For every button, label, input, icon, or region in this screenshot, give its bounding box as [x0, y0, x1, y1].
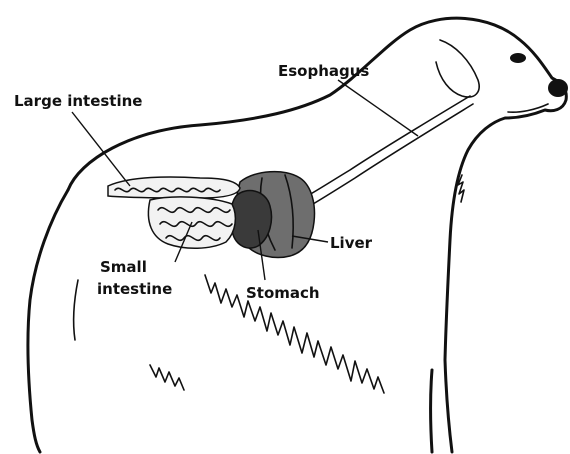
stomach-shape	[231, 191, 272, 248]
stomach-label: Stomach	[246, 284, 320, 302]
dog-eye	[510, 53, 526, 63]
dog-nose	[548, 79, 568, 97]
esophagus-lower-wall	[303, 104, 473, 210]
large-intestine-leader	[72, 112, 130, 186]
dog-body-outline	[68, 18, 566, 452]
esophagus-upper-wall	[300, 96, 470, 200]
dog-hind-leg	[28, 190, 68, 452]
esophagus-label: Esophagus	[278, 62, 369, 80]
large-intestine-label: Large intestine	[14, 92, 142, 110]
liver-label: Liver	[330, 234, 373, 252]
dog-back-leg-fur	[150, 365, 184, 390]
dog-ear	[436, 40, 479, 97]
stomach	[231, 191, 272, 248]
small-intestine-label-line1: Small	[100, 258, 147, 276]
large-intestine-shape	[108, 177, 240, 198]
esophagus-leader	[338, 80, 418, 136]
dog-front-leg-inner	[431, 370, 433, 452]
dog-hind-leg-inner	[74, 280, 78, 340]
small-intestine-label-line2: intestine	[97, 280, 172, 298]
intestines	[108, 177, 240, 248]
